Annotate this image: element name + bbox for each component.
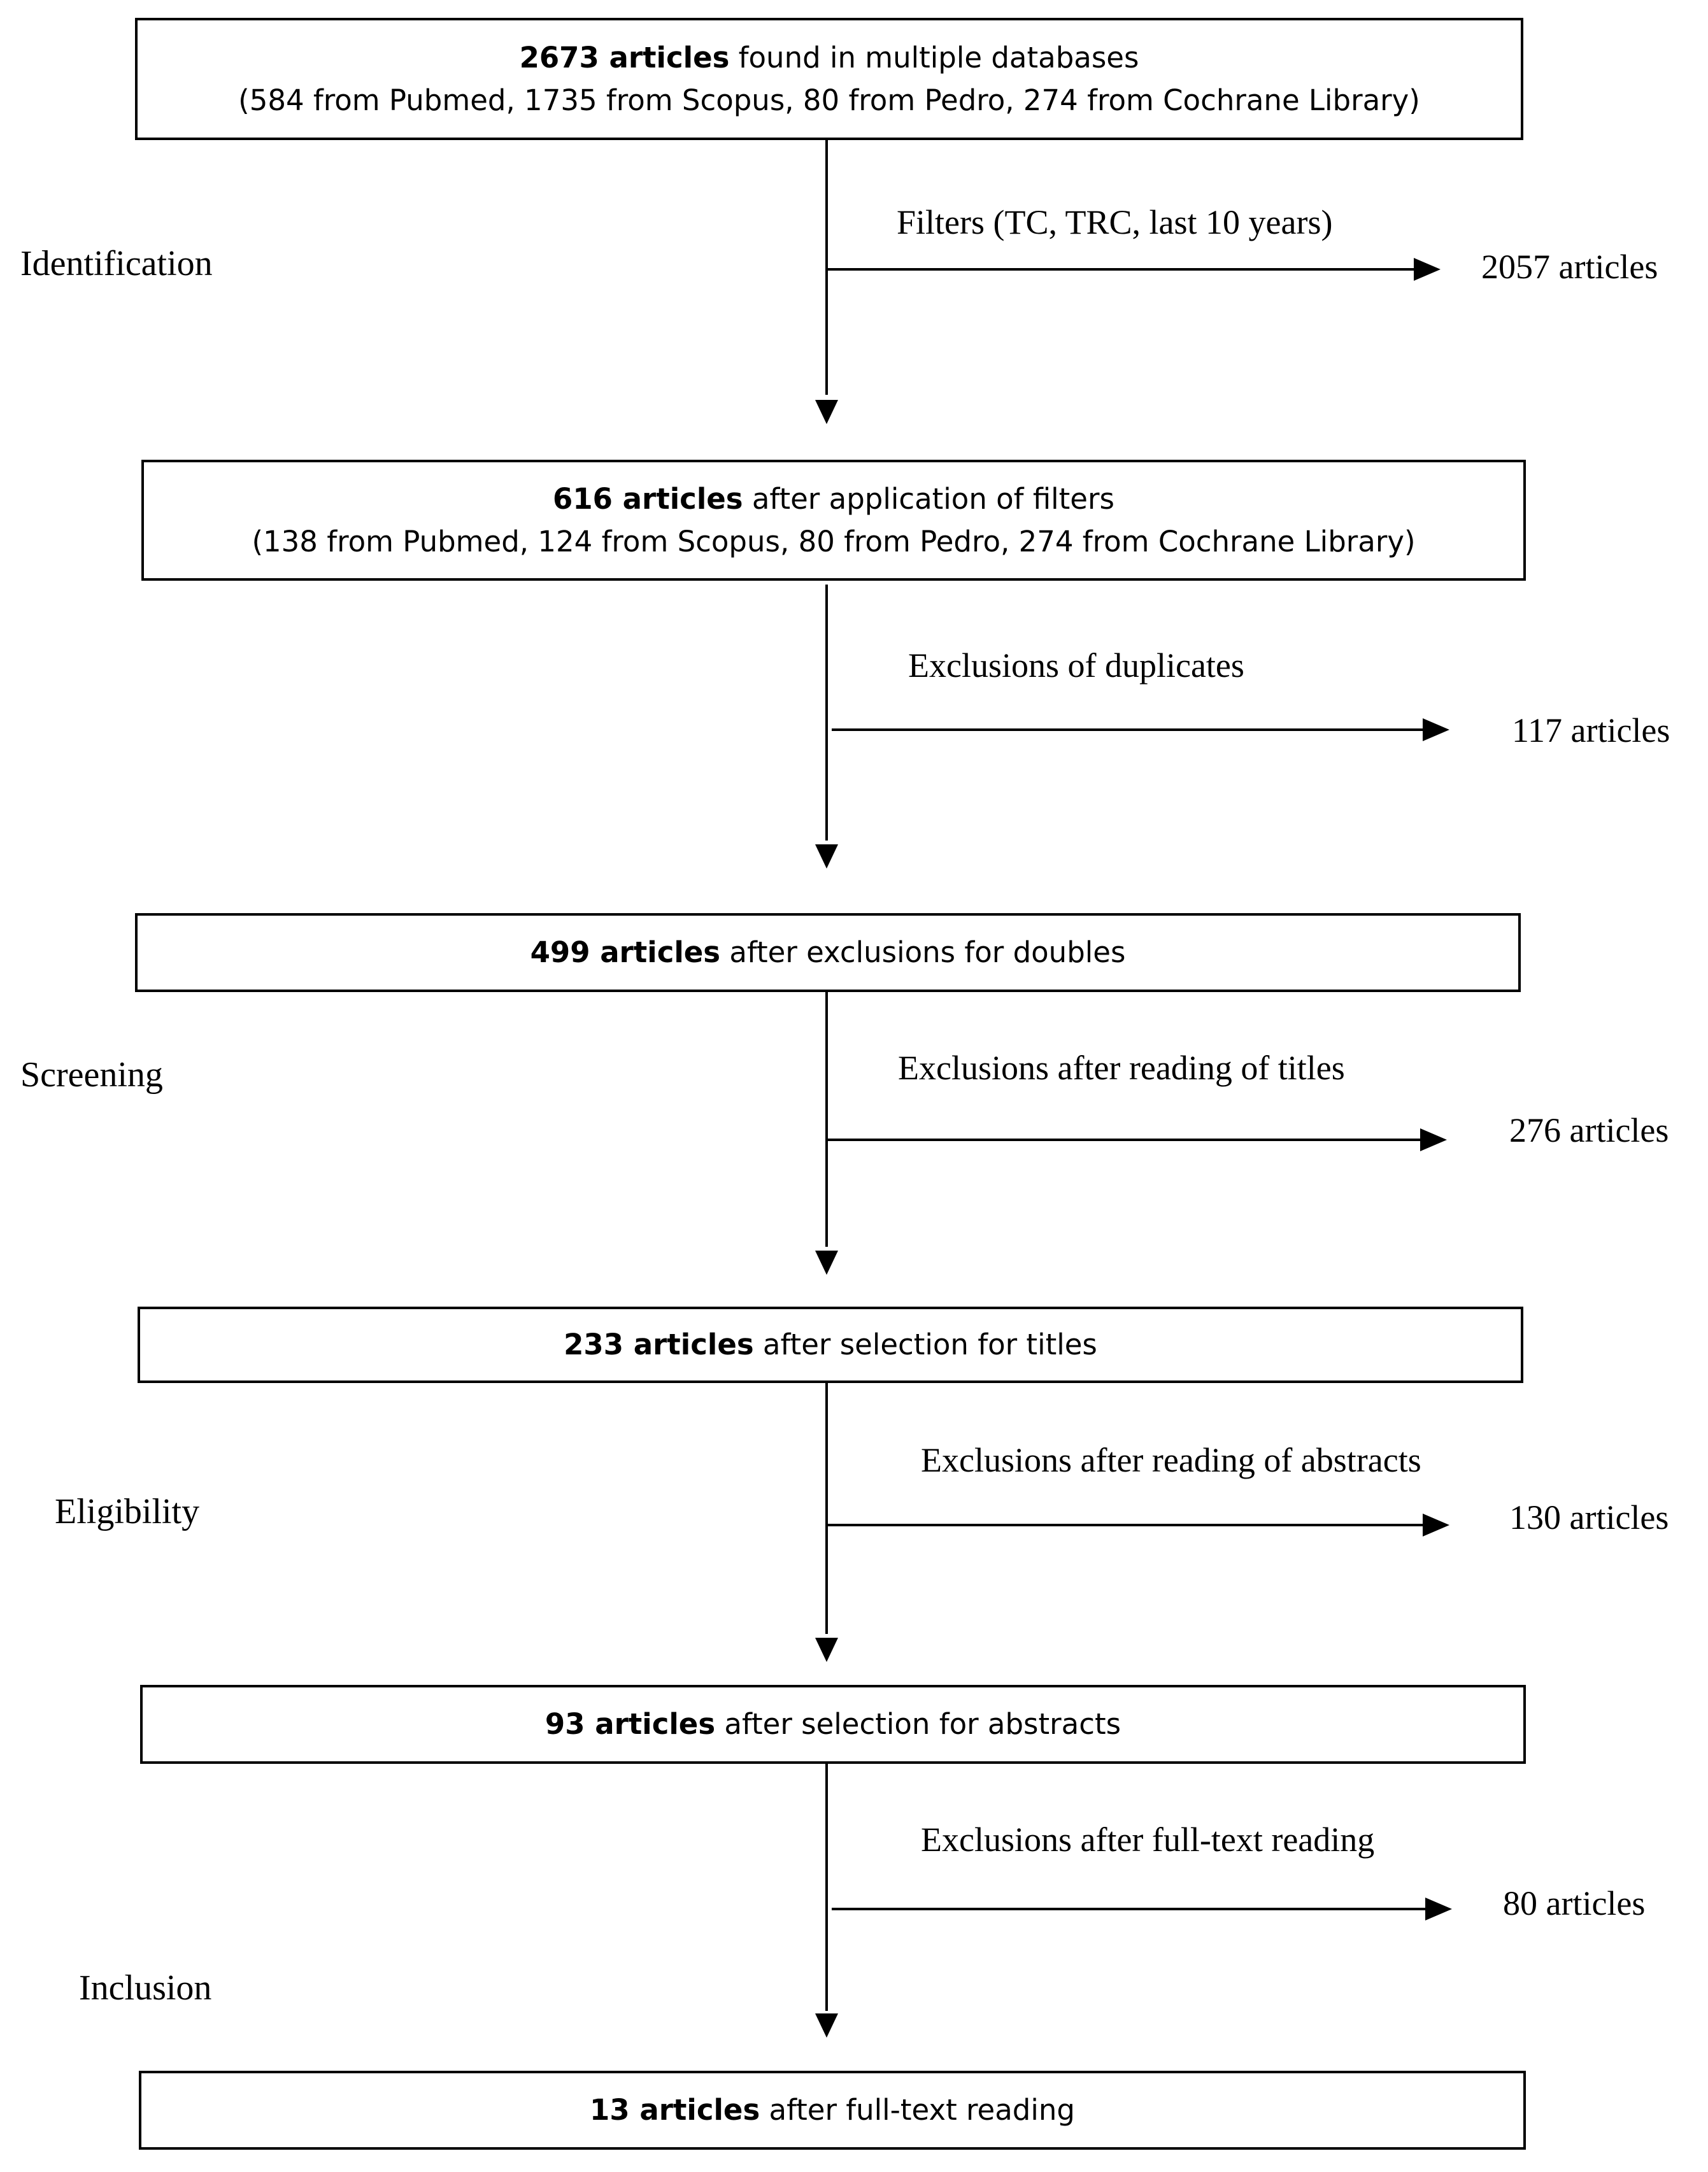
box-identified-text: found in multiple databases (729, 40, 1139, 75)
box-abstracts-count: 93 articles (544, 1707, 716, 1742)
vertical-arrow-2 (815, 585, 838, 869)
vertical-arrow-5 (815, 1761, 838, 2038)
box-filters-count: 616 articles (553, 481, 743, 516)
exclusion-label-fulltext: Exclusions after full-text reading (921, 1821, 1375, 1859)
box-abstracts-main: 93 articles after selection for abstract… (545, 1703, 1121, 1746)
box-duplicates-main: 499 articles after exclusions for double… (530, 931, 1126, 974)
box-abstracts-text: after selection for abstracts (715, 1707, 1121, 1742)
box-identified-count: 2673 articles (519, 40, 730, 75)
exclusion-count-duplicates: 117 articles (1512, 711, 1670, 749)
box-included-main: 13 articles after full-text reading (590, 2089, 1075, 2132)
exclusion-count-filters: 2057 articles (1481, 248, 1658, 286)
exclusion-arrow-4 (827, 1514, 1449, 1537)
vertical-arrow-4 (815, 1381, 838, 1662)
exclusion-count-abstracts: 130 articles (1509, 1498, 1669, 1537)
exclusion-arrow-3 (827, 1128, 1447, 1151)
exclusion-label-filters: Filters (TC, TRC, last 10 years) (897, 203, 1333, 241)
box-identified-detail: (584 from Pubmed, 1735 from Scopus, 80 f… (238, 83, 1420, 117)
box-duplicates-text: after exclusions for doubles (720, 935, 1126, 970)
box-after-titles: 233 articles after selection for titles (138, 1307, 1523, 1383)
box-included: 13 articles after full-text reading (139, 2071, 1526, 2150)
exclusion-arrow-1 (827, 258, 1441, 281)
box-identified-main: 2673 articles found in multiple database… (520, 36, 1139, 80)
box-titles-count: 233 articles (564, 1328, 754, 1362)
box-filters-text: after application of filters (743, 481, 1114, 516)
box-filters-detail: (138 from Pubmed, 124 from Scopus, 80 fr… (252, 525, 1416, 558)
box-after-duplicates: 499 articles after exclusions for double… (135, 913, 1521, 992)
box-filters-main: 616 articles after application of filter… (553, 478, 1114, 521)
vertical-arrow-1 (815, 139, 838, 424)
box-included-text: after full-text reading (760, 2093, 1075, 2127)
box-titles-text: after selection for titles (753, 1328, 1097, 1362)
box-after-filters: 616 articles after application of filter… (141, 460, 1526, 581)
stage-label-identification: Identification (20, 244, 213, 283)
stage-label-screening: Screening (20, 1055, 163, 1095)
exclusion-label-titles: Exclusions after reading of titles (898, 1049, 1345, 1087)
box-identified-records: 2673 articles found in multiple database… (135, 18, 1523, 140)
vertical-arrow-3 (815, 990, 838, 1275)
stage-label-eligibility: Eligibility (55, 1492, 200, 1531)
box-after-abstracts: 93 articles after selection for abstract… (140, 1685, 1526, 1764)
box-titles-main: 233 articles after selection for titles (564, 1323, 1097, 1366)
exclusion-count-titles: 276 articles (1509, 1111, 1669, 1149)
box-included-count: 13 articles (590, 2093, 760, 2127)
exclusion-label-abstracts: Exclusions after reading of abstracts (921, 1441, 1421, 1479)
stage-label-inclusion: Inclusion (79, 1968, 212, 2008)
exclusion-arrow-2 (832, 718, 1449, 741)
exclusion-count-fulltext: 80 articles (1503, 1884, 1646, 1922)
exclusion-label-duplicates: Exclusions of duplicates (908, 646, 1244, 685)
exclusion-arrow-5 (832, 1898, 1452, 1920)
box-duplicates-count: 499 articles (530, 935, 721, 970)
